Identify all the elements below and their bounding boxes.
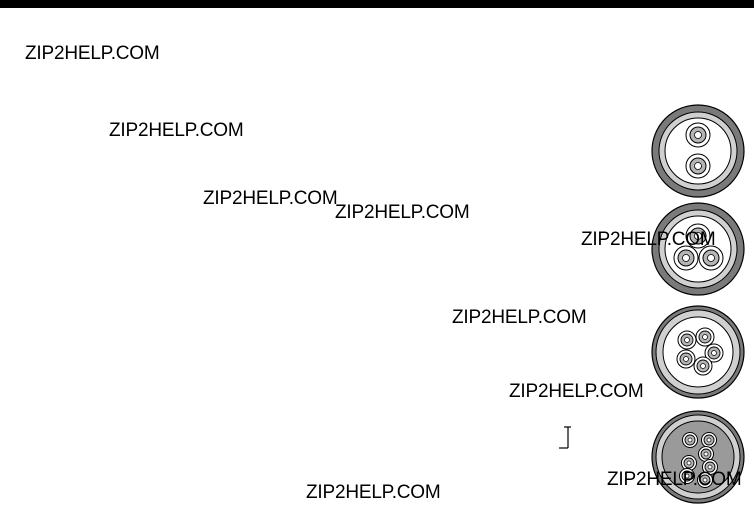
cable-2-core-icon [651, 104, 745, 198]
cable-7-core-icon [651, 410, 745, 504]
top-bar [0, 0, 754, 8]
watermark-text: ZIP2HELP.COM [581, 229, 716, 250]
watermark-text: ZIP2HELP.COM [509, 381, 644, 402]
watermark-text: ZIP2HELP.COM [452, 307, 587, 328]
watermark-text: ZIP2HELP.COM [335, 202, 470, 223]
cable-3-core-icon [651, 202, 745, 296]
text-cursor-icon [559, 426, 571, 449]
cable-5-core-icon [651, 305, 745, 399]
watermark-text: ZIP2HELP.COM [25, 43, 160, 64]
watermark-text: ZIP2HELP.COM [607, 469, 742, 490]
watermark-text: ZIP2HELP.COM [306, 482, 441, 503]
watermark-text: ZIP2HELP.COM [109, 120, 244, 141]
watermark-text: ZIP2HELP.COM [203, 188, 338, 209]
